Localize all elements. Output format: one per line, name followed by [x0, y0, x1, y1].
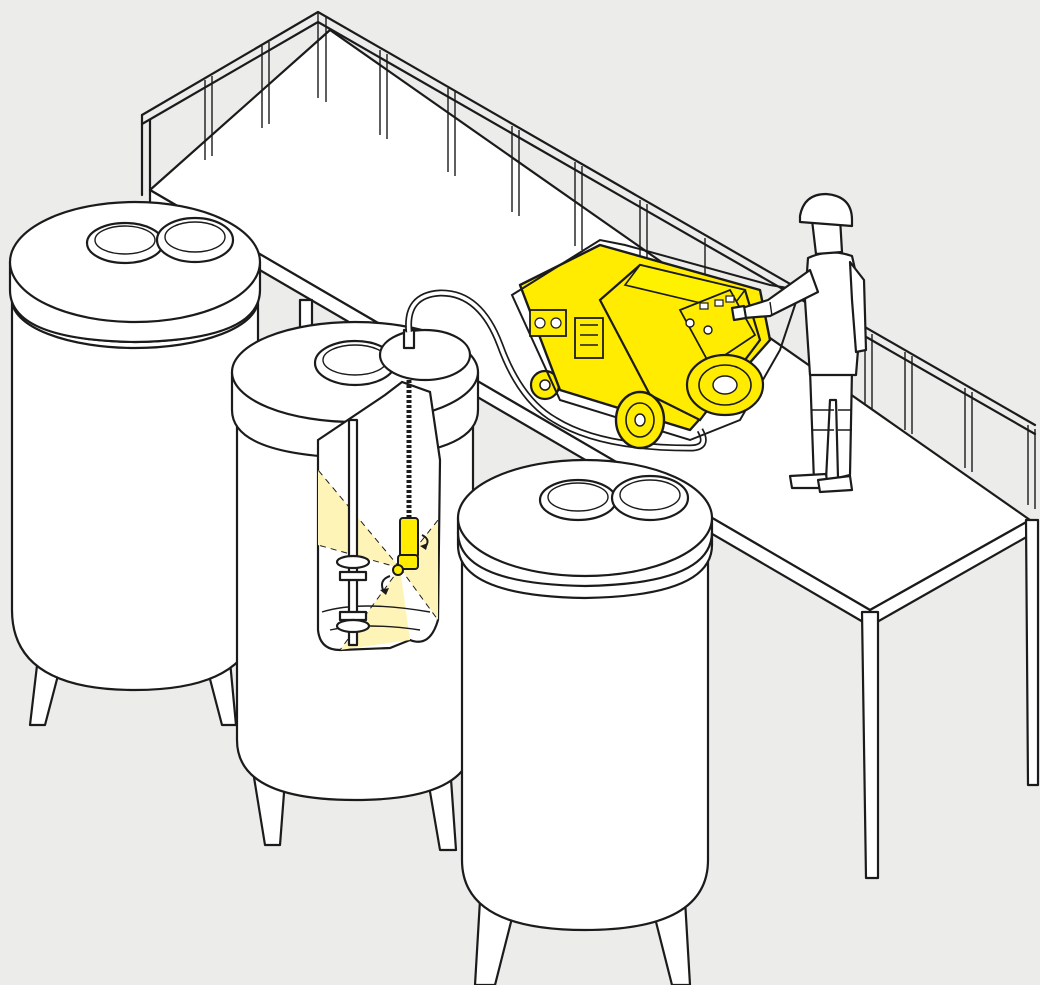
tank-cover-with-hose	[380, 330, 470, 380]
platform-leg	[1026, 520, 1038, 785]
front-wheel	[616, 392, 664, 448]
operator-head	[800, 194, 852, 254]
middle-tank	[232, 322, 478, 850]
platform-leg	[862, 612, 878, 878]
left-tank	[10, 202, 260, 725]
hard-hat	[800, 194, 852, 226]
hose-reel	[687, 355, 763, 415]
front-tank	[458, 460, 712, 985]
